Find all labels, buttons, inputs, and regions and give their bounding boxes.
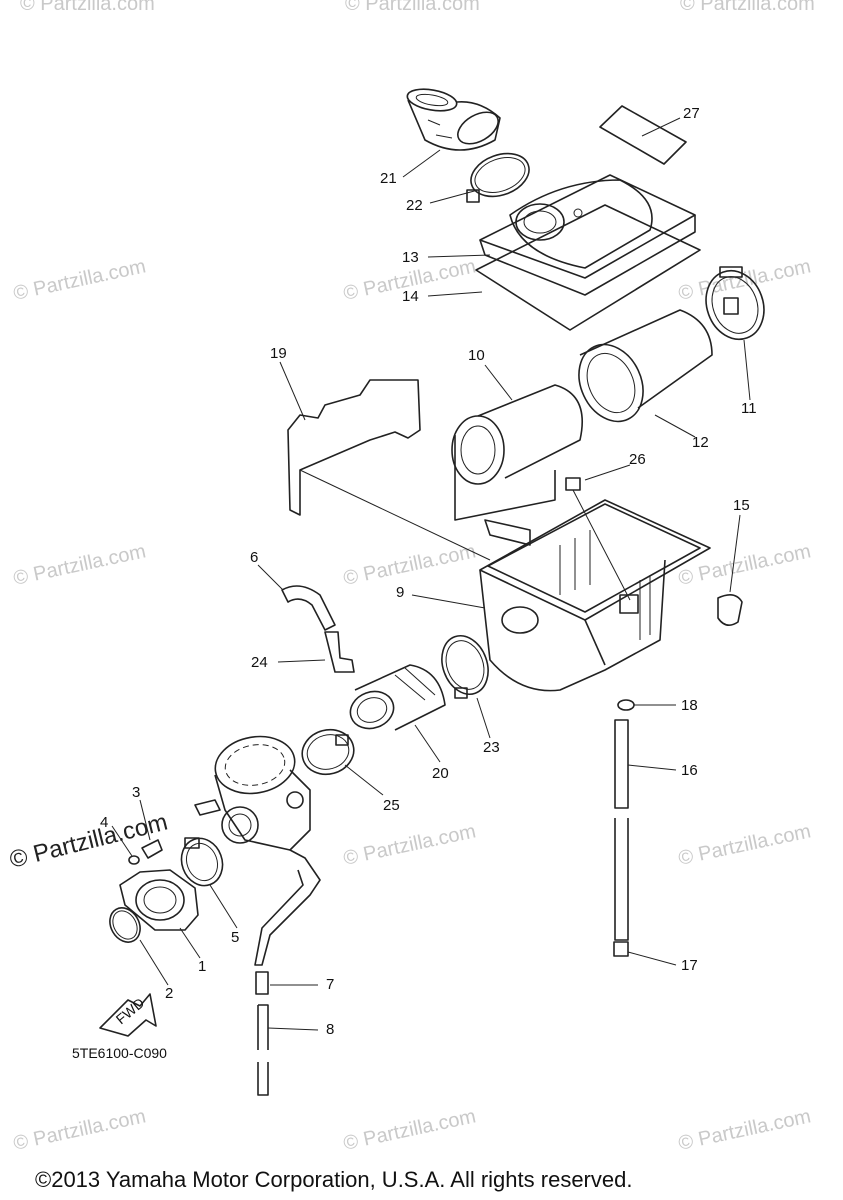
fwd-arrow-icon: FWD [99,993,157,1037]
part-6-hose [281,585,336,631]
callout-25: 25 [383,797,400,814]
callout-24: 24 [251,654,268,671]
part-7-fitting [255,971,269,995]
part-3-screw [141,839,163,859]
watermark: © Partzilla.com [676,820,812,870]
callout-15: 15 [733,497,750,514]
watermark: © Partzilla.com [11,1105,147,1155]
part-8-hose [257,1004,269,1096]
part-10-element-inner [451,384,584,521]
callout-8: 8 [326,1021,334,1038]
callout-7: 7 [326,976,334,993]
part-16-hose [614,719,629,941]
part-22-clamp [466,152,530,203]
part-24-fitting [324,631,355,673]
part-27-label [599,105,687,165]
leader-lines [111,117,751,1031]
watermark: © Partzilla.com [680,0,815,15]
callout-labels: 21 22 27 13 14 19 10 12 11 26 15 9 6 24 … [100,105,757,1038]
callout-6: 6 [250,549,258,566]
part-23-clamp [441,635,489,699]
callout-3: 3 [132,784,140,801]
watermark-group: © Partzilla.com © Partzilla.com © Partzi… [7,0,815,1155]
callout-21: 21 [380,170,397,187]
watermark: © Partzilla.com [676,255,812,305]
watermark: © Partzilla.com [341,540,477,590]
callout-5: 5 [231,929,239,946]
watermark: © Partzilla.com [11,255,147,305]
watermark: © Partzilla.com [676,1105,812,1155]
callout-22: 22 [406,197,423,214]
part-5-clamp [180,837,224,887]
copyright-notice: ©2013 Yamaha Motor Corporation, U.S.A. A… [35,1167,632,1192]
callout-20: 20 [432,765,449,782]
carburetor [194,735,321,966]
part-13-air-box-cap [479,174,696,296]
part-11-cover [705,266,765,341]
callout-10: 10 [468,347,485,364]
callout-4: 4 [100,814,108,831]
watermark: © Partzilla.com [676,540,812,590]
diagram-code: 5TE6100-C090 [72,1045,167,1061]
callout-1: 1 [198,958,206,975]
callout-27: 27 [683,105,700,122]
watermark: © Partzilla.com [11,540,147,590]
part-1-manifold [119,869,199,931]
watermark: © Partzilla.com [20,0,155,15]
part-20-joint [349,664,446,731]
part-18-clip [617,699,635,711]
callout-23: 23 [483,739,500,756]
part-26-bolt [565,477,631,601]
watermark: © Partzilla.com [341,1105,477,1155]
part-15-clip [717,594,743,626]
part-17-plug [613,941,629,957]
part-14-seal [475,204,701,331]
part-19-guard [287,379,491,561]
callout-26: 26 [629,451,646,468]
part-21-intake-duct [406,88,501,151]
part-4-washer [128,855,140,865]
callout-11: 11 [741,400,757,417]
callout-12: 12 [692,434,709,451]
part-9-air-box [479,499,711,692]
watermark-main: © Partzilla.com [7,809,170,874]
callout-9: 9 [396,584,404,601]
callout-13: 13 [402,249,419,266]
callout-16: 16 [681,762,698,779]
watermark: © Partzilla.com [341,820,477,870]
callout-19: 19 [270,345,287,362]
watermark: © Partzilla.com [345,0,480,15]
part-12-element [578,309,713,423]
callout-14: 14 [402,288,419,305]
part-25-clamp [301,728,355,776]
callout-2: 2 [165,985,173,1002]
callout-17: 17 [681,957,698,974]
callout-18: 18 [681,697,698,714]
part-2-o-ring [109,907,141,943]
